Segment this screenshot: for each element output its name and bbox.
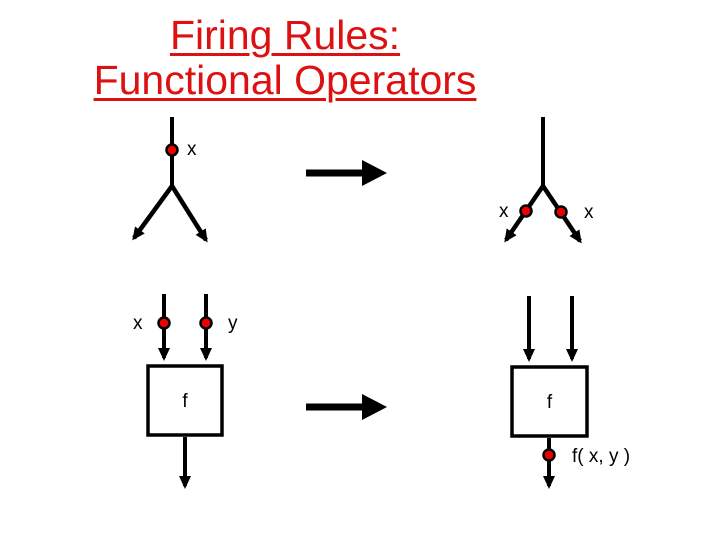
fanout-before-token-dot xyxy=(165,143,179,157)
function-after-result-token-dot xyxy=(542,448,556,462)
fanout-after-right-token-label: x xyxy=(584,202,594,223)
function-before-x-token-label: x xyxy=(133,313,143,334)
function-before-box-label: f xyxy=(182,391,188,412)
function-before-x-token-dot xyxy=(157,316,171,330)
top-rule-arrow-head xyxy=(362,160,387,186)
fanout-after-right-token-dot xyxy=(554,205,568,219)
function-after-box-label: f xyxy=(546,392,553,413)
fanout-after-left-token-label: x xyxy=(499,201,509,222)
bottom-rule-arrow-head xyxy=(362,394,387,420)
slide-title: Firing Rules: Functional Operators xyxy=(0,13,570,103)
title-line-1: Firing Rules: xyxy=(169,12,401,58)
function-before-box xyxy=(146,364,224,437)
function-before-y-token-dot xyxy=(199,316,213,330)
fanout-after-left-token-dot xyxy=(519,204,533,218)
function-after-box xyxy=(510,365,589,438)
title-line-2: Functional Operators xyxy=(93,57,477,103)
function-after-result-token-label: f( x, y ) xyxy=(572,446,631,467)
fanout-before-left-branch-arrow xyxy=(132,184,174,241)
fanout-before-right-branch-arrow xyxy=(170,184,208,243)
function-before-y-token-label: y xyxy=(228,313,238,334)
fanout-before-token-label: x xyxy=(187,139,197,160)
